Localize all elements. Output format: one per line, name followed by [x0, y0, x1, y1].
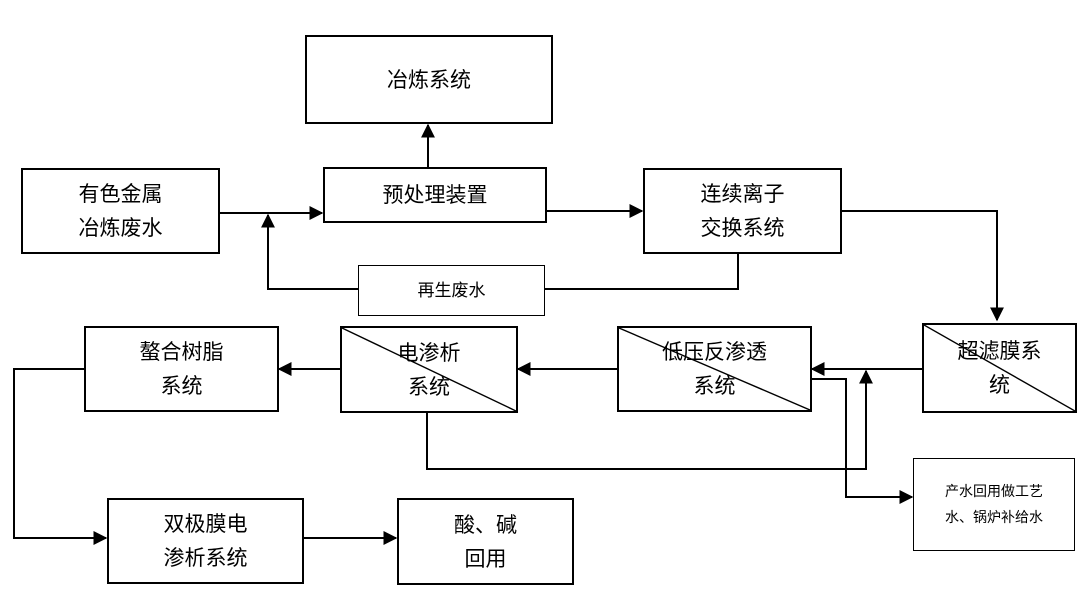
- node-label: 冶炼系统: [387, 67, 471, 92]
- node-label: 系统: [693, 374, 736, 398]
- regen-water-box: 再生废水: [358, 265, 545, 316]
- diagonal-slash: [619, 328, 810, 410]
- bipolar-ed-box: 双极膜电 渗析系统: [107, 498, 304, 584]
- chelating-resin-box: 螯合树脂 系统: [84, 326, 279, 412]
- diagonal-slash: [342, 328, 516, 411]
- node-label: 有色金属: [78, 182, 163, 206]
- diagonal-slash: [924, 325, 1075, 411]
- arrow-ion-exchange-to-ultrafiltration: [842, 210, 1004, 322]
- node-label: 渗析系统: [163, 546, 248, 570]
- node-label: 冶炼废水: [78, 216, 163, 240]
- node-label: 螯合树脂: [139, 340, 224, 364]
- node-label: 酸、碱: [454, 512, 517, 537]
- node-label: 系统: [408, 374, 450, 399]
- arrow-ed-return: [426, 369, 873, 470]
- arrow-chelating-to-bipolar: [13, 368, 108, 545]
- node-label: 超滤膜系: [957, 339, 1042, 363]
- arrow-ro-to-product-water: [812, 378, 914, 504]
- node-label: 连续离子: [700, 182, 785, 206]
- node-label: 再生废水: [417, 280, 486, 301]
- smelting-system-box: 冶炼系统: [305, 35, 553, 124]
- node-label: 统: [989, 373, 1010, 397]
- node-label: 水、锅炉补给水: [945, 509, 1043, 526]
- electrodialysis-box: 电渗析 系统: [340, 326, 518, 413]
- node-label: 交换系统: [700, 216, 785, 240]
- node-label: 低压反渗透: [662, 340, 767, 364]
- node-label: 双极膜电: [163, 512, 248, 536]
- product-water-box: 产水回用做工艺 水、锅炉补给水: [913, 458, 1075, 551]
- node-label: 系统: [160, 374, 203, 398]
- node-label: 回用: [464, 546, 507, 571]
- node-label: 产水回用做工艺: [945, 483, 1043, 500]
- low-pressure-ro-box: 低压反渗透 系统: [617, 326, 812, 412]
- wastewater-box: 有色金属 冶炼废水: [21, 168, 220, 254]
- node-label: 预处理装置: [382, 183, 488, 207]
- acid-base-reuse-box: 酸、碱 回用: [397, 498, 574, 585]
- ion-exchange-box: 连续离子 交换系统: [643, 168, 842, 254]
- node-label: 电渗析: [397, 340, 461, 365]
- pretreatment-box: 预处理装置: [323, 167, 547, 223]
- ultrafiltration-box: 超滤膜系 统: [922, 323, 1077, 413]
